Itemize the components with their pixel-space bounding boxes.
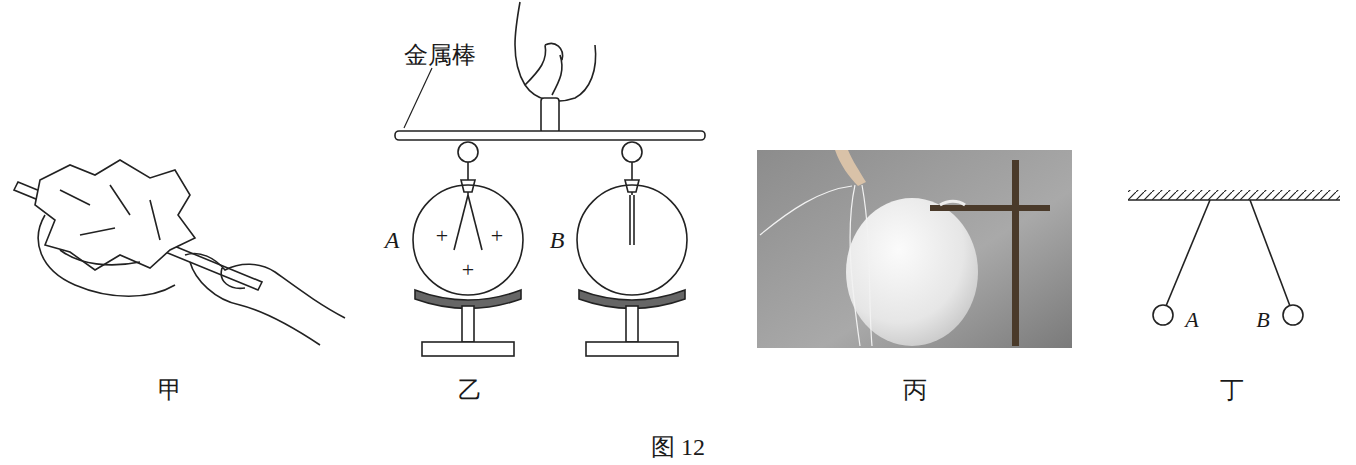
- ball-label: A: [1185, 309, 1198, 331]
- charge-sign: +: [491, 225, 503, 247]
- part-label: 金属棒: [404, 43, 476, 67]
- figure-caption: 图 12: [651, 435, 705, 459]
- charge-sign: +: [462, 259, 474, 281]
- subfigure-label: 丁: [1220, 378, 1244, 402]
- electroscope-figure: [395, 2, 705, 356]
- electroscope-label: A: [385, 228, 400, 252]
- electroscope-label: B: [550, 228, 565, 252]
- pendulum-figure: [1128, 190, 1340, 325]
- rubbing-figure: [14, 160, 345, 345]
- subfigure-label: 甲: [158, 378, 182, 402]
- ball-label: B: [1256, 309, 1269, 331]
- subfigure-label: 丙: [903, 378, 927, 402]
- charge-sign: +: [436, 225, 448, 247]
- subfigure-label: 乙: [458, 378, 482, 402]
- balloon-photo: [757, 150, 1072, 348]
